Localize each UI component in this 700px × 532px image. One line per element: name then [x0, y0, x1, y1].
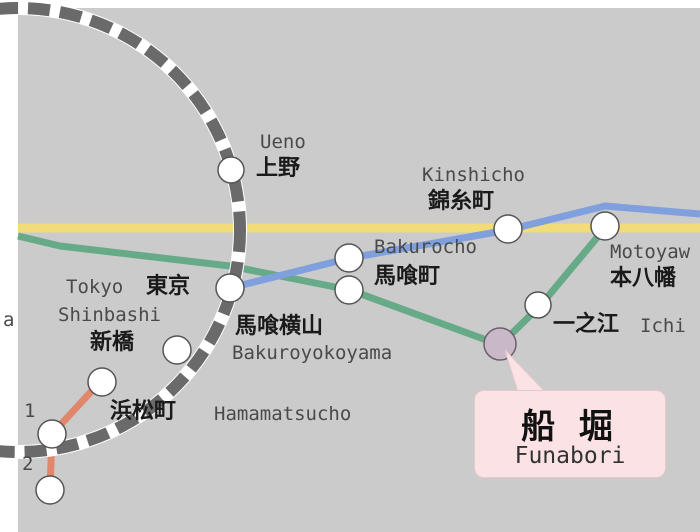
bakurocho-ja-label: 馬喰町 [374, 264, 441, 289]
station-marker-tokyo[interactable] [215, 273, 245, 303]
station-marker-motoyawata[interactable] [590, 211, 620, 241]
station-marker-spur-1[interactable] [37, 419, 67, 449]
kinshicho-ja-label: 錦糸町 [428, 189, 495, 214]
station-marker-ichinoe[interactable] [524, 291, 552, 319]
motoyawata-ja-label: 本八幡 [610, 266, 677, 291]
station-marker-hamamatsucho[interactable] [87, 367, 117, 397]
callout-english-name: Funabori [514, 443, 626, 469]
station-marker-bakurocho[interactable] [334, 243, 364, 273]
hamamatsucho-en-label: Hamamatsucho [214, 403, 352, 425]
station-marker-ueno[interactable] [217, 156, 245, 184]
hamamatsucho-ja-label: 浜松町 [110, 399, 177, 424]
ichinoe-ja-label: 一之江 [553, 312, 620, 337]
station-marker-kinshicho[interactable] [493, 214, 523, 244]
bakuroyokoyama-en-label: Bakuroyokoyama [232, 342, 393, 364]
station-marker-shinbashi[interactable] [162, 335, 192, 365]
tokyo-ja-label: 東京 [146, 274, 191, 299]
shinbashi-ja-label: 新橋 [90, 330, 135, 355]
kinshicho-en-label: Kinshicho [422, 164, 525, 186]
station-marker-spur-2[interactable] [35, 475, 65, 505]
motoyawata-en-label: Motoyaw [610, 241, 691, 263]
station-marker-bakuroyokoyama[interactable] [334, 275, 364, 305]
bakurocho-en-label: Bakurocho [374, 236, 477, 258]
left-edge-en-label: a [3, 309, 15, 331]
spur-1-label: 1 [24, 400, 36, 422]
spur-2-label: 2 [22, 453, 34, 475]
callout-japanese-name: 船 堀 [521, 407, 619, 447]
ichinoe-en-label: Ichi [640, 315, 686, 337]
funabori-callout: 船 堀 Funabori [474, 390, 666, 478]
station-marker-funabori[interactable] [483, 327, 517, 361]
ueno-ja-label: 上野 [256, 156, 301, 181]
ueno-en-label: Ueno [260, 131, 306, 153]
shinbashi-en-label: Shinbashi [58, 304, 161, 326]
yamanote-ring [0, 2, 246, 458]
bakuroyokoyama-ja-label: 馬喰横山 [235, 314, 324, 339]
tokyo-en-label: Tokyo [66, 276, 124, 298]
